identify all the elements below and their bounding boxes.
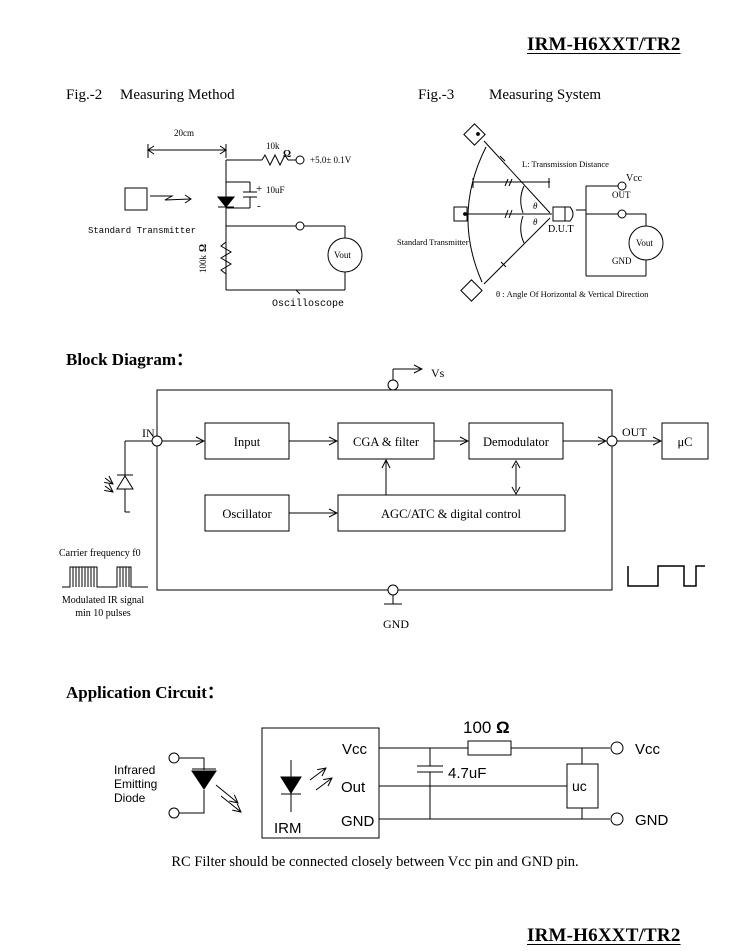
agc-label: AGC/ATC & digital control: [381, 507, 521, 521]
ir-signal-icon: [150, 195, 191, 201]
standard-transmitter-box: [124, 187, 148, 211]
photodiode-symbol: [116, 475, 134, 490]
photodiode-icon: [216, 196, 236, 208]
gnd-pin: [387, 584, 399, 596]
footer-part-number: IRM-H6XXT/TR2: [527, 925, 681, 946]
agc-block: [337, 494, 566, 532]
led-label-2: Emitting: [114, 777, 157, 791]
vout-label: Vout: [334, 250, 351, 260]
fig3-title: Measuring System: [489, 87, 602, 103]
block-diagram: [62, 369, 709, 605]
resistor-ohm: Ω: [496, 718, 510, 737]
cap-plus-label: +: [256, 183, 262, 195]
transmitter-bottom: [460, 279, 483, 302]
fig3-vout-label: Vout: [636, 238, 653, 248]
resistor-100-ohm: [467, 740, 512, 756]
carrier-label: Carrier frequency f0: [59, 548, 141, 559]
mcu-block: [661, 422, 709, 460]
out-pin: [606, 435, 618, 447]
irm-out-pin: Out: [341, 779, 366, 796]
transmission-distance-label: L: Transmission Distance: [522, 159, 609, 169]
irm-label: IRM: [274, 820, 302, 837]
resistor-value: 100: [463, 718, 491, 737]
fig3-gnd-label: GND: [612, 256, 632, 266]
resistor-10k: [261, 153, 289, 167]
fig3-vcc-label: Vcc: [626, 173, 643, 184]
distance-label: 20cm: [174, 128, 194, 138]
application-circuit: [168, 727, 624, 839]
gnd-label: GND: [383, 617, 409, 631]
carrier-hatch: [72, 567, 130, 587]
cga-label: CGA & filter: [353, 435, 420, 449]
oscillator-label: Oscillator: [222, 507, 272, 521]
fig3-transmitter-label: Standard Transmitter: [397, 237, 469, 247]
fig2-title: Measuring Method: [120, 87, 235, 103]
out-label: OUT: [622, 425, 647, 439]
supply-label: +5.0± 0.1V: [310, 155, 352, 165]
theta-upper: θ: [533, 201, 538, 211]
led-label-1: Infrared: [114, 763, 155, 777]
irm-gnd-pin: GND: [341, 813, 375, 830]
resistor-100k: [220, 241, 232, 275]
fig3-out-label: OUT: [612, 190, 631, 200]
cap-value-label: 10uF: [266, 185, 285, 195]
angle-note: θ : Angle Of Horizontal & Vertical Direc…: [496, 289, 649, 299]
mcu-label: μC: [677, 435, 692, 449]
modulated-label-2: min 10 pulses: [75, 608, 131, 619]
fig3-measuring-system: [453, 123, 664, 302]
standard-transmitter-label: Standard Transmitter: [88, 226, 196, 236]
theta-lower: θ: [533, 217, 538, 227]
irm-box: [261, 727, 380, 839]
vs-pin: [387, 379, 399, 391]
fig3-label: Fig.-3: [418, 87, 455, 103]
block-diagram-heading: Block Diagram：: [66, 350, 194, 369]
irm-vcc-pin: Vcc: [342, 741, 368, 758]
cap-minus-label: -: [257, 200, 261, 212]
led-icon: [191, 770, 217, 790]
input-label: Input: [234, 435, 261, 449]
transmitter-top: [463, 123, 486, 146]
header-part-number: IRM-H6XXT/TR2: [527, 34, 681, 55]
dut-box: [552, 206, 566, 222]
capacitor-value: 4.7uF: [448, 765, 486, 782]
uc-label: uc: [572, 778, 587, 794]
vs-label: Vs: [431, 366, 445, 380]
application-circuit-heading: Application Circuit：: [66, 683, 224, 702]
rc-filter-note: RC Filter should be connected closely be…: [171, 854, 579, 870]
led-label-3: Diode: [114, 791, 146, 805]
vcc-terminal-label: Vcc: [635, 741, 661, 758]
fig2-label: Fig.-2: [66, 87, 103, 103]
demodulator-label: Demodulator: [483, 435, 550, 449]
ohm-symbol-side: Ω: [198, 244, 209, 252]
resistor-top-label: 10k: [266, 141, 280, 151]
gnd-terminal-label: GND: [635, 812, 669, 829]
ohm-symbol: Ω: [283, 149, 291, 160]
gnd-terminal: [610, 812, 624, 826]
resistor-side-label: 100k: [198, 255, 208, 274]
modulated-label-1: Modulated IR signal: [62, 595, 144, 606]
dut-label: D.U.T: [548, 224, 574, 235]
in-label: IN: [142, 426, 155, 440]
irm-photodiode-icon: [280, 776, 302, 794]
oscilloscope-label: Oscilloscope: [272, 298, 344, 310]
vcc-terminal: [610, 741, 624, 755]
fig2-measuring-method: [124, 144, 363, 295]
